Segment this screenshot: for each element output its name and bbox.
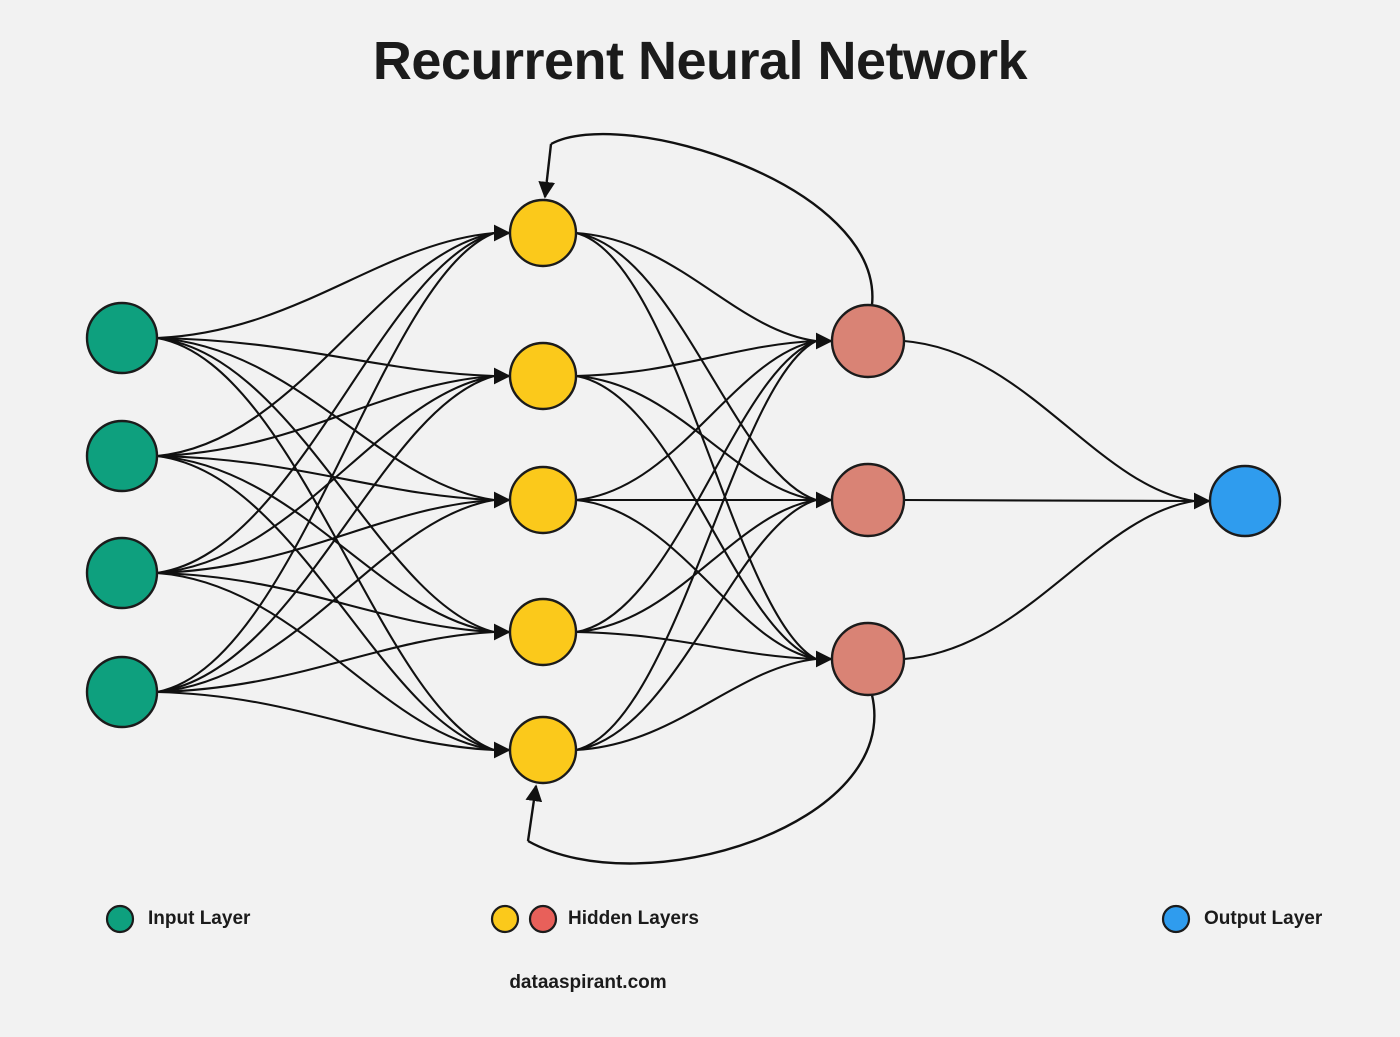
edge-input-0-to-hidden-1-4 <box>156 336 495 751</box>
edge-input-1-to-hidden-1-0 <box>156 231 495 458</box>
edge-hidden-1-2-to-hidden-2-0 <box>575 339 817 502</box>
edge-hidden-2-2-to-output-0 <box>903 499 1195 661</box>
edge-hidden-1-1-to-hidden-2-0 <box>575 339 817 378</box>
node-hidden-1-4[interactable] <box>508 715 578 785</box>
edge-input-0-to-hidden-1-1 <box>156 336 495 378</box>
edge-input-3-to-hidden-1-3 <box>156 630 495 694</box>
node-hidden-1-2[interactable] <box>508 465 578 535</box>
legend-label-input-layer: Input Layer <box>148 908 251 929</box>
legend-marker-hidden-layer-2 <box>528 904 558 934</box>
legend-label-hidden-layers: Hidden Layers <box>568 908 699 929</box>
edge-input-3-to-hidden-1-0 <box>156 232 495 694</box>
top-recurrent-loop-arrowhead <box>538 143 556 199</box>
nodes-group <box>85 198 1282 785</box>
node-input-2[interactable] <box>85 536 159 610</box>
legend-markers-group <box>105 904 1191 934</box>
node-output-0[interactable] <box>1208 464 1282 538</box>
edge-input-2-to-hidden-1-4 <box>156 571 495 752</box>
legend-marker-hidden-layer-1 <box>490 904 520 934</box>
edge-input-2-to-hidden-1-3 <box>156 571 495 634</box>
edge-input-1-to-hidden-1-3 <box>156 454 495 634</box>
edge-input-1-to-hidden-1-4 <box>156 454 495 752</box>
edge-hidden-1-4-to-hidden-2-0 <box>575 340 817 752</box>
edge-hidden-1-0-to-hidden-2-2 <box>575 231 817 660</box>
edge-input-2-to-hidden-1-0 <box>156 231 495 575</box>
node-input-1[interactable] <box>85 419 159 493</box>
edge-hidden-1-3-to-hidden-2-2 <box>575 630 817 661</box>
edge-hidden-1-3-to-hidden-2-0 <box>575 340 817 634</box>
legend-marker-output-layer <box>1161 904 1191 934</box>
edge-hidden-1-3-to-hidden-2-1 <box>575 498 817 634</box>
edge-input-0-to-hidden-1-0 <box>156 231 495 340</box>
edge-input-0-to-hidden-1-3 <box>156 336 495 634</box>
edge-hidden-1-4-to-hidden-2-2 <box>575 657 817 752</box>
top-recurrent-loop <box>550 132 874 306</box>
edge-hidden-1-0-to-hidden-2-1 <box>575 231 817 501</box>
node-input-3[interactable] <box>85 655 159 729</box>
page-title: Recurrent Neural Network <box>372 31 1028 91</box>
edge-hidden-1-1-to-hidden-2-1 <box>575 374 817 502</box>
edges-group <box>156 224 1211 759</box>
edge-hidden-1-1-to-hidden-2-2 <box>575 374 817 660</box>
node-hidden-1-0[interactable] <box>508 198 578 268</box>
node-hidden-1-3[interactable] <box>508 597 578 667</box>
legend-marker-input-layer <box>105 904 135 934</box>
node-hidden-2-0[interactable] <box>830 303 906 379</box>
legend-label-output-layer: Output Layer <box>1204 908 1323 929</box>
node-hidden-2-2[interactable] <box>830 621 906 697</box>
node-hidden-1-1[interactable] <box>508 341 578 411</box>
edge-input-1-to-hidden-1-2 <box>156 454 495 502</box>
edge-hidden-2-1-to-output-0 <box>903 498 1195 503</box>
edge-hidden-2-0-to-output-0 <box>903 339 1195 503</box>
node-hidden-2-1[interactable] <box>830 462 906 538</box>
edge-hidden-1-4-to-hidden-2-1 <box>575 498 817 752</box>
edge-input-3-to-hidden-1-2 <box>156 498 495 694</box>
recurrent-edges-group <box>525 132 876 865</box>
node-input-0[interactable] <box>85 301 159 375</box>
edge-hidden-1-0-to-hidden-2-0 <box>575 231 817 343</box>
edge-input-3-to-hidden-1-4 <box>156 690 495 752</box>
edge-hidden-1-2-to-hidden-2-2 <box>575 498 817 661</box>
bottom-recurrent-loop-arrowhead <box>525 784 543 842</box>
watermark: dataaspirant.com <box>509 972 667 993</box>
edge-input-0-to-hidden-1-2 <box>156 336 495 502</box>
bottom-recurrent-loop <box>527 694 876 865</box>
